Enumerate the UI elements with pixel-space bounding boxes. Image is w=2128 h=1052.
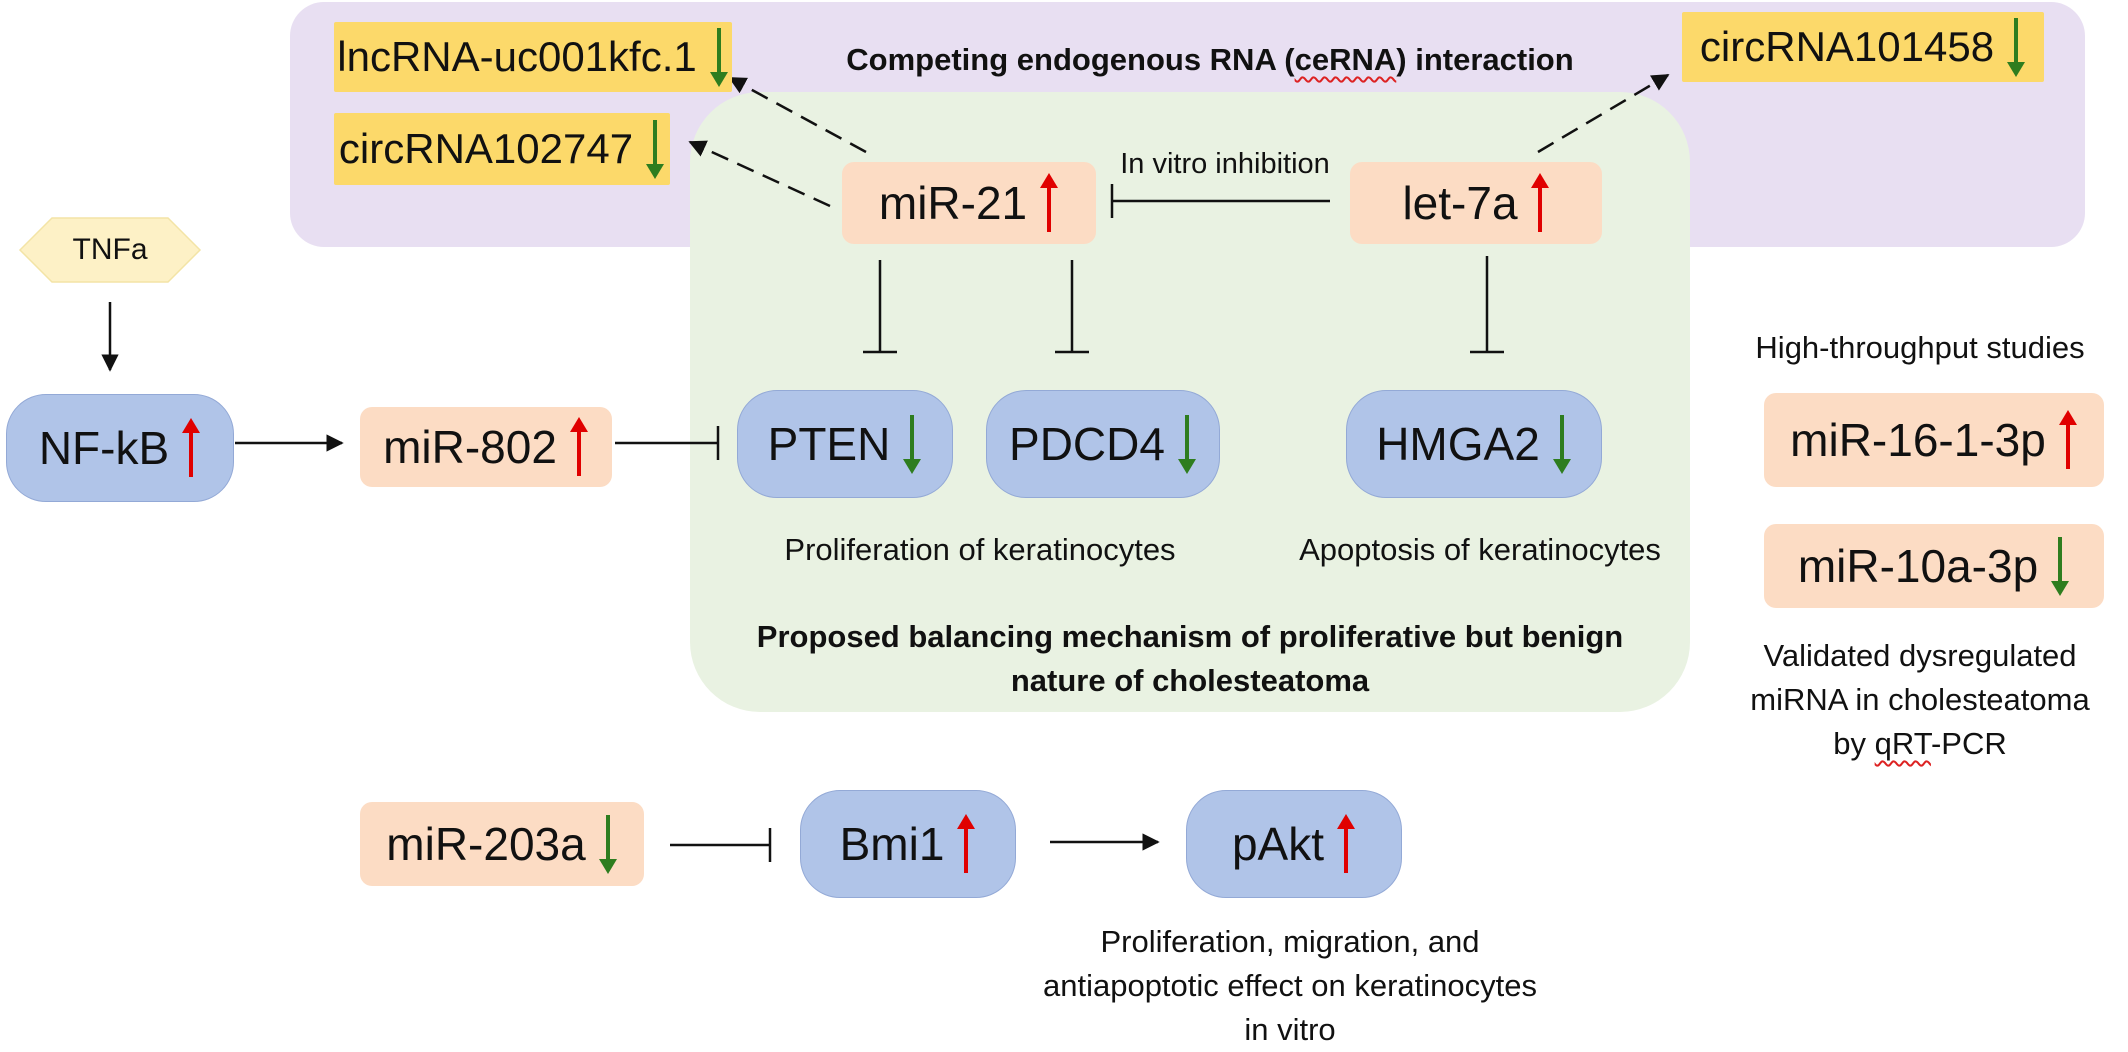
up-arrow-icon (1040, 173, 1059, 232)
circrna102747-node: circRNA102747 (334, 113, 670, 185)
down-arrow-icon (709, 28, 728, 87)
up-arrow-icon (957, 814, 976, 873)
down-arrow-icon (598, 815, 617, 874)
mir21-to-lncrna-dashed (728, 76, 867, 154)
let7a-to-circrna101458-dashed (1537, 73, 1670, 154)
up-arrow-icon (2058, 410, 2077, 469)
bottom-effect-label: Proliferation, migration, and antiapopto… (1042, 924, 1538, 1047)
down-arrow-icon (2007, 18, 2026, 77)
up-arrow-icon (182, 418, 201, 477)
up-arrow-icon (569, 417, 588, 476)
down-arrow-icon (1552, 415, 1571, 474)
mir21-node: miR-21 (842, 162, 1096, 244)
pakt-node: pAkt (1186, 790, 1402, 898)
down-arrow-icon (2051, 537, 2070, 596)
mir203a-node: miR-203a (360, 802, 644, 886)
cerna-title: Competing endogenous RNA (ceRNA) interac… (846, 42, 1574, 77)
validated-mirna-label: Validated dysregulated miRNA in choleste… (1750, 638, 2090, 761)
tnfa-hexagon (18, 217, 202, 283)
pten-node: PTEN (737, 390, 953, 498)
circrna101458-node: circRNA101458 (1682, 12, 2044, 82)
tnfa-label: TNFa (72, 233, 148, 266)
proliferation-keratinocytes-label: Proliferation of keratinocytes (784, 532, 1176, 567)
hmga2-node: HMGA2 (1346, 390, 1602, 498)
mir16-node: miR-16-1-3p (1764, 393, 2104, 487)
up-arrow-icon (1530, 173, 1549, 232)
in-vitro-inhibition-label: In vitro inhibition (1120, 148, 1330, 180)
down-arrow-icon (903, 415, 922, 474)
let7a-node: let-7a (1350, 162, 1602, 244)
pdcd4-node: PDCD4 (986, 390, 1220, 498)
apoptosis-keratinocytes-label: Apoptosis of keratinocytes (1299, 532, 1661, 567)
nfkb-node: NF-kB (6, 394, 234, 502)
mir21-to-circrna102747-dashed (688, 140, 831, 208)
bmi1-node: Bmi1 (800, 790, 1016, 898)
down-arrow-icon (646, 120, 665, 179)
lncrna-uc001kfc1-node: lncRNA-uc001kfc.1 (334, 22, 732, 92)
mir802-node: miR-802 (360, 407, 612, 487)
high-throughput-label: High-throughput studies (1755, 330, 2085, 365)
balancing-mechanism-title: Proposed balancing mechanism of prolifer… (756, 619, 1624, 698)
mir10a-node: miR-10a-3p (1764, 524, 2104, 608)
up-arrow-icon (1337, 814, 1356, 873)
down-arrow-icon (1177, 415, 1196, 474)
